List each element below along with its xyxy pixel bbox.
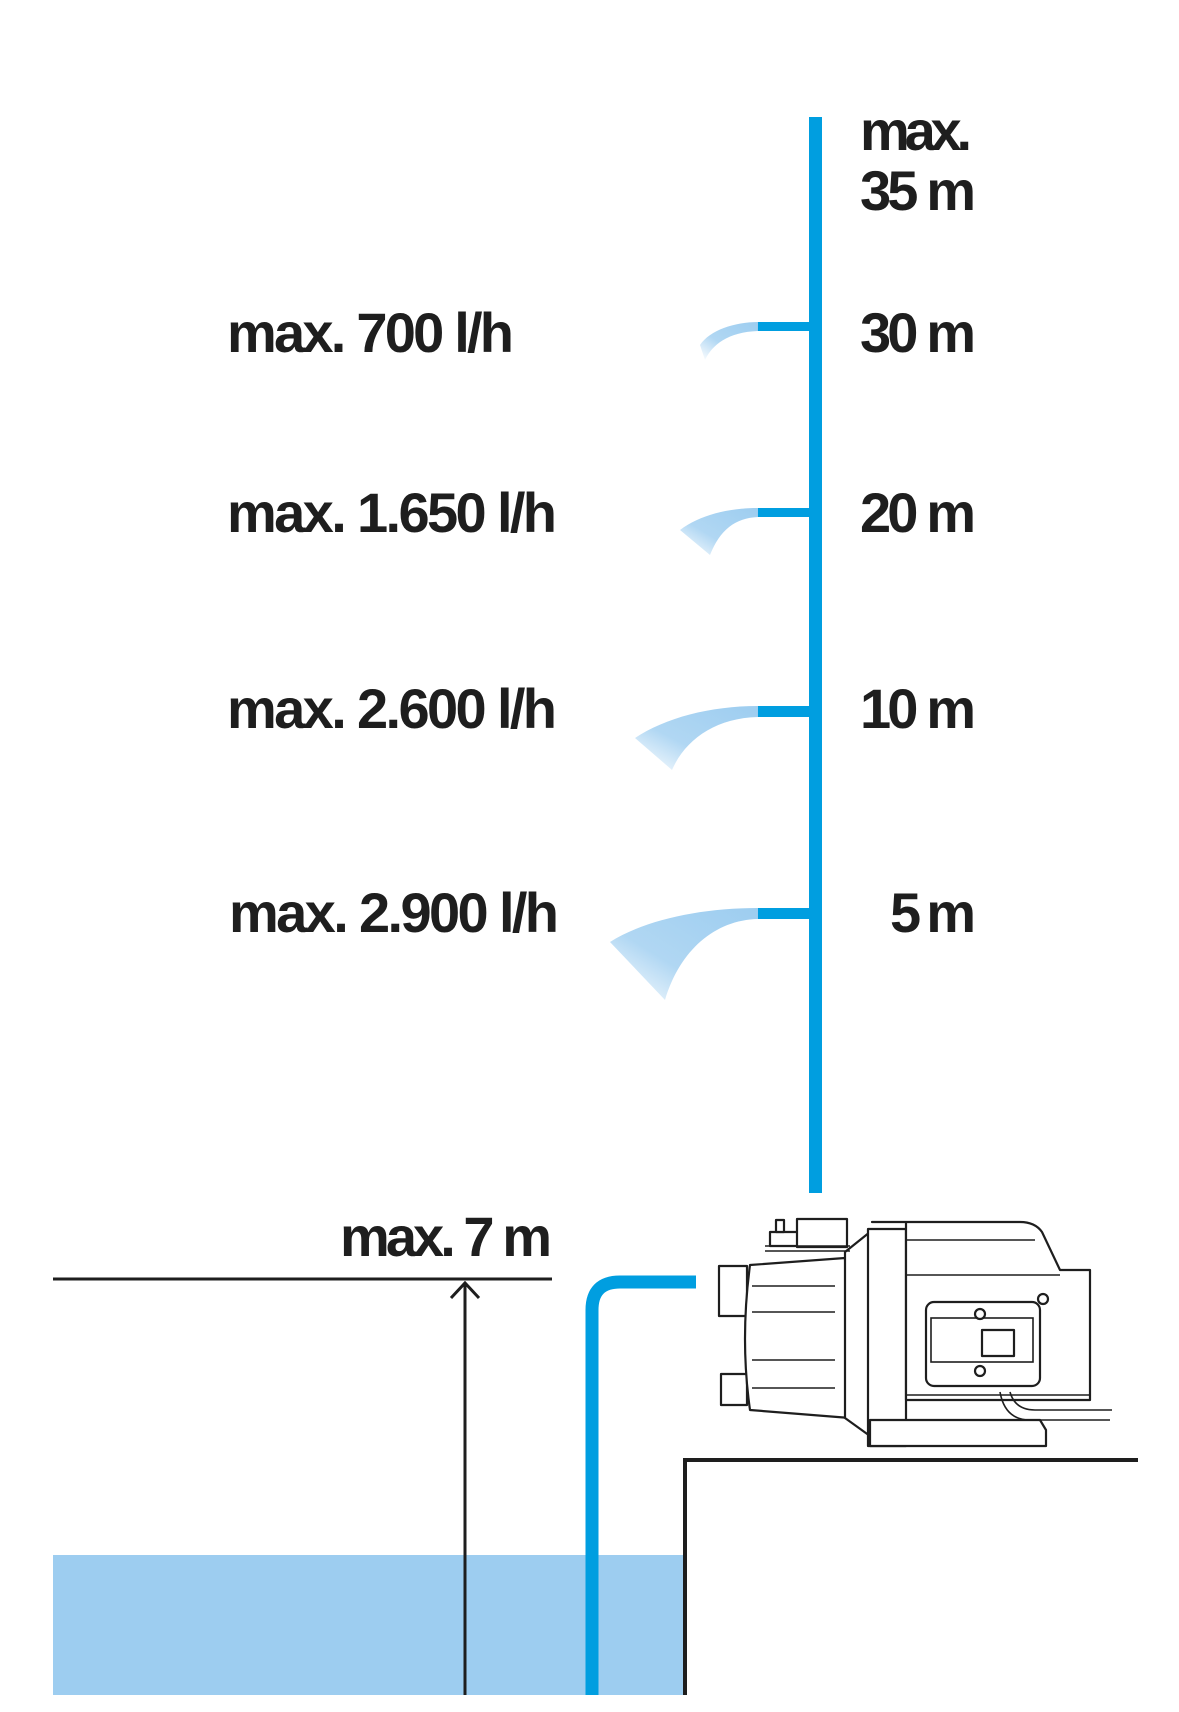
suction-pipe: [585, 1275, 696, 1695]
height-label: 20 m: [860, 481, 976, 544]
height-label: 10 m: [860, 677, 976, 740]
height-label: 5 m: [890, 881, 976, 944]
outlet-30m: [700, 322, 811, 360]
flow-label: max. 2.900 l/h: [229, 881, 559, 944]
outlet-20m: [680, 508, 811, 555]
water-body: [53, 1555, 683, 1695]
suction-height-label: max. 7 m: [340, 1205, 552, 1268]
flow-label: max. 2.600 l/h: [227, 677, 557, 740]
arrow-head-icon: [449, 1280, 481, 1300]
max-head-label-line2: 35 m: [860, 159, 976, 222]
height-label: 30 m: [860, 301, 976, 364]
water-spray: [700, 322, 758, 360]
outlet-5m: [610, 908, 811, 1000]
max-head-label-line1: max.: [860, 99, 972, 162]
garden-pump-illustration: [717, 1217, 1112, 1448]
flow-label: max. 700 l/h: [227, 301, 514, 364]
water-spray: [610, 908, 758, 1000]
outlet-10m: [635, 706, 811, 770]
water-spray: [680, 508, 758, 555]
water-spray: [635, 706, 758, 770]
delivery-pipe: [809, 117, 822, 1193]
flow-label: max. 1.650 l/h: [227, 481, 557, 544]
ground-edge: [683, 1458, 1138, 1695]
